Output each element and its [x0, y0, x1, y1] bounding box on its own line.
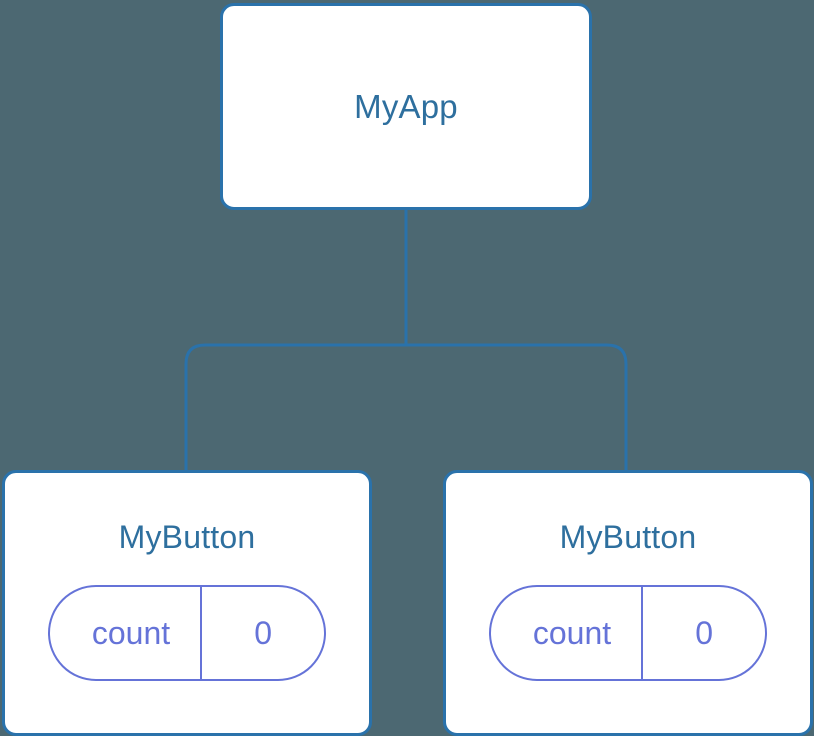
tree-node-child-1[interactable]: MyButton count 0: [443, 470, 813, 736]
state-badge[interactable]: count 0: [47, 585, 327, 681]
node-title: MyButton: [559, 519, 697, 555]
tree-node-root[interactable]: MyApp: [220, 3, 592, 210]
state-value: 0: [641, 587, 765, 679]
state-badge[interactable]: count 0: [488, 585, 768, 681]
tree-node-child-0[interactable]: MyButton count 0: [2, 470, 372, 736]
edge-root-to-child-1: [406, 343, 628, 470]
state-key: count: [532, 615, 612, 651]
node-title: MyButton: [118, 519, 256, 555]
state-key: count: [91, 615, 171, 651]
state-value: 0: [200, 587, 324, 679]
edge-root-to-child-0: [184, 343, 406, 470]
node-title: MyApp: [354, 88, 458, 125]
